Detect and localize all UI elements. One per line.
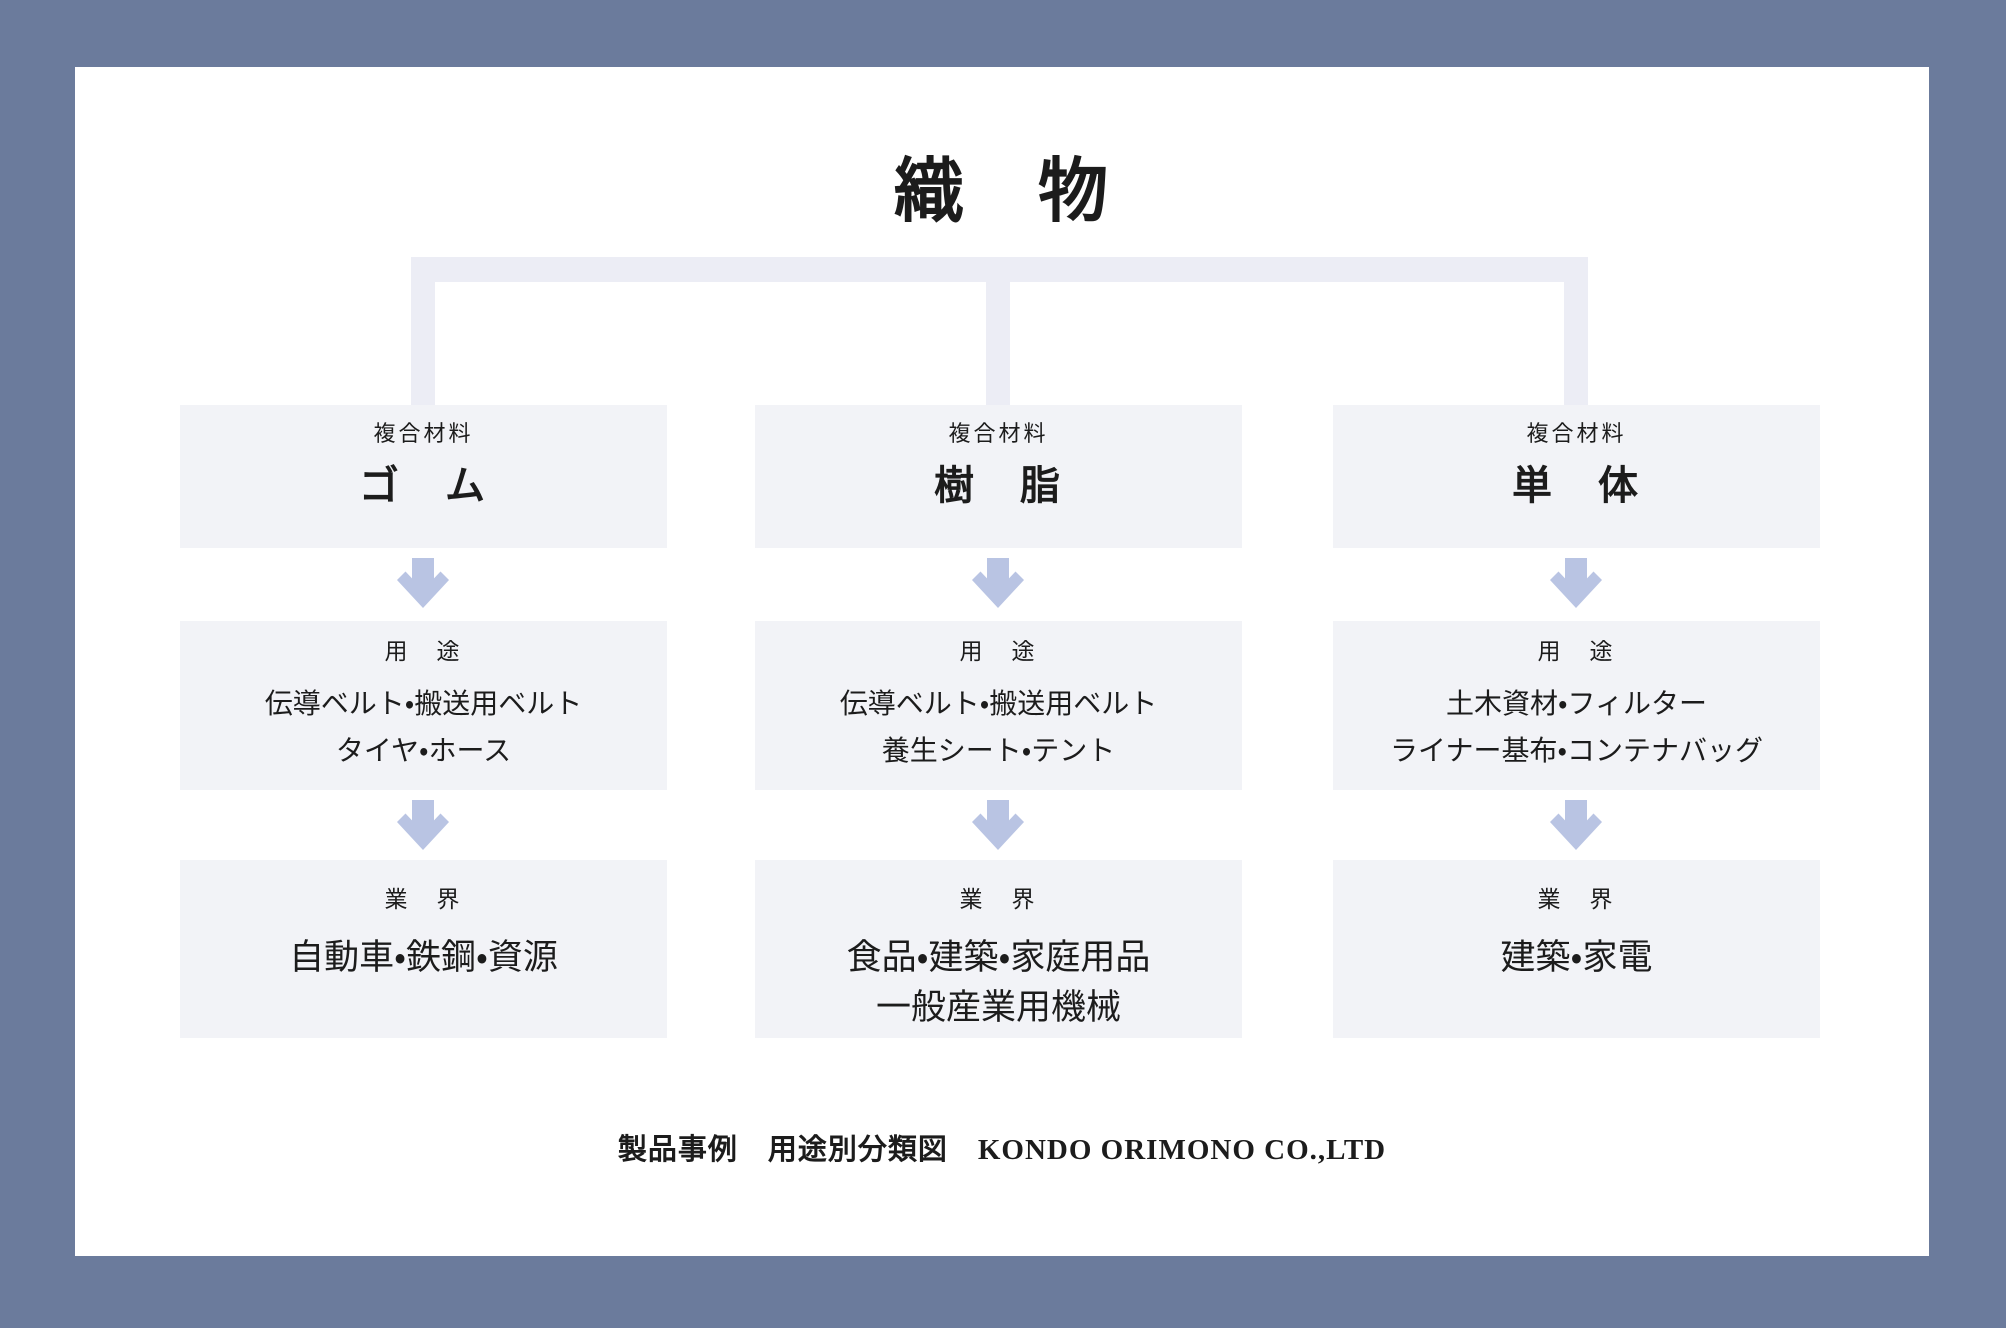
down-arrow-icon bbox=[1550, 800, 1602, 850]
industry-line: 一般産業用機械 bbox=[875, 988, 1121, 1027]
industry-box-single: 業 界 建築・家電 bbox=[1333, 860, 1820, 1038]
material-box-single: 複合材料 単 体 bbox=[1333, 405, 1820, 548]
usage-line: 伝導ベルト・搬送用ベルト bbox=[839, 689, 1158, 720]
usage-line: 養生シート・テント bbox=[881, 736, 1116, 767]
usage-lines: 伝導ベルト・搬送用ベルト 養生シート・テント bbox=[840, 681, 1158, 775]
industry-line: 食品・建築・家庭用品 bbox=[846, 938, 1151, 977]
usage-box-single: 用 途 土木資材・フィルター ライナー基布・コンテナバッグ bbox=[1333, 621, 1820, 790]
industry-label: 業 界 bbox=[959, 887, 1038, 912]
usage-lines: 土木資材・フィルター ライナー基布・コンテナバッグ bbox=[1390, 681, 1763, 775]
industry-line: 建築・家電 bbox=[1500, 938, 1653, 977]
down-arrow-icon bbox=[972, 800, 1024, 850]
footer-caption: 製品事例 用途別分類図 KONDO ORIMONO CO.,LTD bbox=[617, 1134, 1387, 1166]
usage-line: 土木資材・フィルター bbox=[1446, 689, 1707, 720]
material-name: ゴ ム bbox=[359, 463, 488, 508]
connector-leg-right bbox=[1564, 282, 1588, 405]
usage-label: 用 途 bbox=[959, 639, 1038, 664]
usage-line: 伝導ベルト・搬送用ベルト bbox=[264, 689, 583, 720]
material-box-rubber: 複合材料 ゴ ム bbox=[180, 405, 667, 548]
industry-lines: 食品・建築・家庭用品 一般産業用機械 bbox=[847, 933, 1151, 1033]
down-arrow-icon bbox=[397, 558, 449, 608]
page-title: 織 物 bbox=[894, 154, 1110, 231]
usage-line: ライナー基布・コンテナバッグ bbox=[1390, 736, 1763, 767]
industry-label: 業 界 bbox=[384, 887, 463, 912]
usage-box-rubber: 用 途 伝導ベルト・搬送用ベルト タイヤ・ホース bbox=[180, 621, 667, 790]
usage-label: 用 途 bbox=[384, 639, 463, 664]
industry-label: 業 界 bbox=[1537, 887, 1616, 912]
industry-lines: 自動車・鉄鋼・資源 bbox=[289, 933, 558, 983]
material-name: 単 体 bbox=[1512, 463, 1641, 508]
down-arrow-icon bbox=[1550, 558, 1602, 608]
industry-lines: 建築・家電 bbox=[1501, 933, 1653, 983]
connector-top-bar bbox=[411, 257, 1588, 282]
material-label: 複合材料 bbox=[948, 421, 1049, 446]
material-label: 複合材料 bbox=[373, 421, 474, 446]
material-name: 樹 脂 bbox=[934, 463, 1063, 508]
usage-line: タイヤ・ホース bbox=[335, 736, 512, 767]
usage-box-resin: 用 途 伝導ベルト・搬送用ベルト 養生シート・テント bbox=[755, 621, 1242, 790]
material-label: 複合材料 bbox=[1526, 421, 1627, 446]
connector-leg-middle bbox=[986, 282, 1010, 405]
connector-leg-left bbox=[411, 282, 435, 405]
down-arrow-icon bbox=[397, 800, 449, 850]
down-arrow-icon bbox=[972, 558, 1024, 608]
material-box-resin: 複合材料 樹 脂 bbox=[755, 405, 1242, 548]
industry-line: 自動車・鉄鋼・資源 bbox=[289, 938, 558, 977]
industry-box-resin: 業 界 食品・建築・家庭用品 一般産業用機械 bbox=[755, 860, 1242, 1038]
usage-label: 用 途 bbox=[1537, 639, 1616, 664]
usage-lines: 伝導ベルト・搬送用ベルト タイヤ・ホース bbox=[265, 681, 583, 775]
industry-box-rubber: 業 界 自動車・鉄鋼・資源 bbox=[180, 860, 667, 1038]
